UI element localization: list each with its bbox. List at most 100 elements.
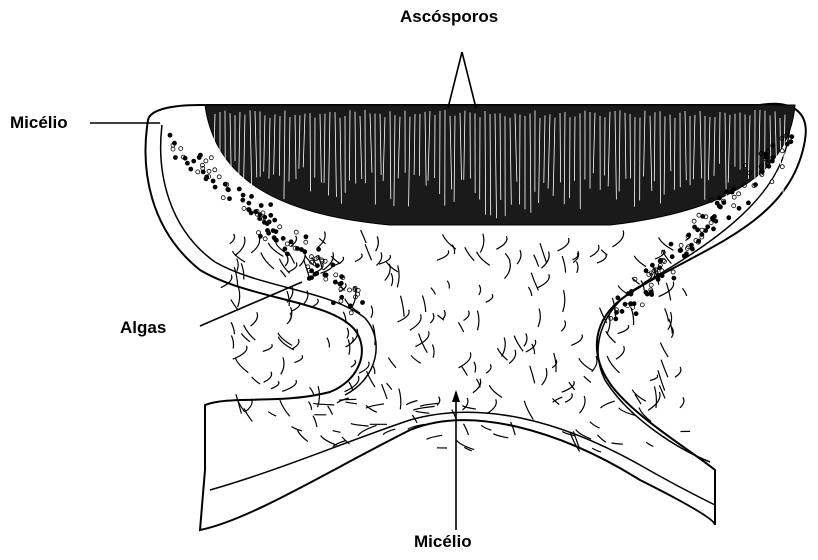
algal-cell	[644, 290, 648, 294]
hypha-stroke	[294, 355, 302, 362]
hypha-stroke	[292, 339, 299, 349]
algal-cell	[237, 187, 241, 191]
algal-cell	[361, 301, 365, 305]
hypha-stroke	[618, 325, 629, 333]
algal-cell	[711, 218, 715, 222]
label-micelio-top: Micélio	[10, 114, 68, 131]
algal-cell	[198, 153, 202, 157]
hypha-stroke	[238, 287, 240, 307]
algal-cell	[616, 296, 620, 300]
algal-cell	[631, 305, 635, 309]
algal-cell	[250, 194, 254, 198]
hypha-stroke	[650, 375, 658, 381]
hypha-stroke	[493, 434, 508, 438]
label-ascosporos: Ascósporos	[400, 8, 498, 25]
hypha-stroke	[251, 312, 258, 326]
algal-cell	[228, 197, 232, 201]
algal-cell	[324, 273, 328, 277]
algal-cell	[670, 255, 674, 259]
algal-cell	[211, 179, 215, 183]
algal-cell	[285, 252, 289, 256]
leader-ascosporos-right	[462, 52, 476, 108]
label-micelio-bottom: Micélio	[414, 533, 472, 550]
algal-cell	[258, 234, 262, 238]
algal-cell	[718, 205, 722, 209]
algal-cell	[770, 159, 774, 163]
algal-cell	[348, 304, 352, 308]
hypha-stroke	[264, 372, 272, 383]
algal-cell	[331, 301, 335, 305]
algal-cell	[295, 247, 299, 251]
hypha-stroke	[348, 339, 350, 354]
hypha-stroke	[680, 397, 684, 408]
hypha-stroke	[281, 357, 284, 374]
algal-cell	[754, 183, 758, 187]
algal-cell	[620, 309, 624, 313]
algal-cell	[760, 170, 764, 174]
hypha-stroke	[658, 370, 665, 390]
algal-cell	[273, 218, 277, 222]
algal-cell	[303, 250, 307, 254]
algal-cell	[712, 227, 716, 231]
algal-cell	[269, 203, 273, 207]
ascus-stroke	[349, 110, 350, 180]
hypha-stroke	[327, 338, 330, 348]
algal-cell	[687, 233, 691, 237]
algal-cell	[701, 214, 705, 218]
algal-cell	[201, 170, 205, 174]
algal-cell	[718, 196, 722, 200]
algal-cell	[266, 229, 270, 233]
hypha-stroke	[660, 343, 668, 357]
algal-cell	[715, 201, 719, 205]
algal-cell	[725, 190, 729, 194]
algal-cell	[790, 135, 794, 139]
algal-cell	[656, 277, 660, 281]
algal-cell	[660, 274, 664, 278]
algal-cell	[627, 292, 631, 296]
algal-cell	[265, 222, 269, 226]
algal-cell	[671, 270, 675, 274]
hypha-stroke	[464, 424, 469, 435]
algal-cell	[658, 266, 662, 270]
algal-cell	[168, 133, 172, 137]
algal-cell	[173, 156, 177, 160]
hypha-stroke	[231, 322, 234, 334]
algal-cell	[274, 230, 278, 234]
algal-cell	[629, 302, 633, 306]
algal-cell	[226, 187, 230, 191]
hypha-stroke	[282, 380, 296, 391]
algal-cell	[339, 281, 343, 285]
algal-cell	[274, 238, 278, 242]
leader-ascosporos-left	[448, 52, 462, 108]
algal-cell	[281, 236, 285, 240]
algal-cell	[283, 247, 287, 251]
algal-cell	[727, 216, 731, 220]
hypha-stroke	[675, 367, 681, 377]
hypha-stroke	[271, 381, 279, 389]
hypha-stroke	[351, 360, 356, 367]
algal-cell	[185, 161, 189, 165]
algal-cell	[259, 204, 263, 208]
hypha-stroke	[661, 360, 668, 378]
hypha-stroke	[231, 300, 238, 310]
hypha-stroke	[231, 336, 233, 349]
algal-cell	[614, 317, 618, 321]
algal-cell	[315, 264, 319, 268]
hypha-stroke	[683, 288, 687, 296]
algal-cell	[247, 201, 251, 205]
hypha-stroke	[252, 377, 260, 384]
algal-cell	[173, 141, 177, 145]
algal-cell	[269, 213, 273, 217]
algal-cell	[310, 276, 314, 280]
algal-cell	[634, 312, 638, 316]
hypha-stroke	[665, 308, 669, 321]
hypha-stroke	[631, 308, 633, 325]
hypha-stroke	[241, 333, 250, 341]
algal-cell	[696, 228, 700, 232]
hypha-stroke	[278, 337, 294, 350]
algal-cell	[340, 295, 344, 299]
algal-cell	[644, 269, 648, 273]
hypha-stroke	[287, 313, 291, 324]
algal-cell	[785, 142, 789, 146]
